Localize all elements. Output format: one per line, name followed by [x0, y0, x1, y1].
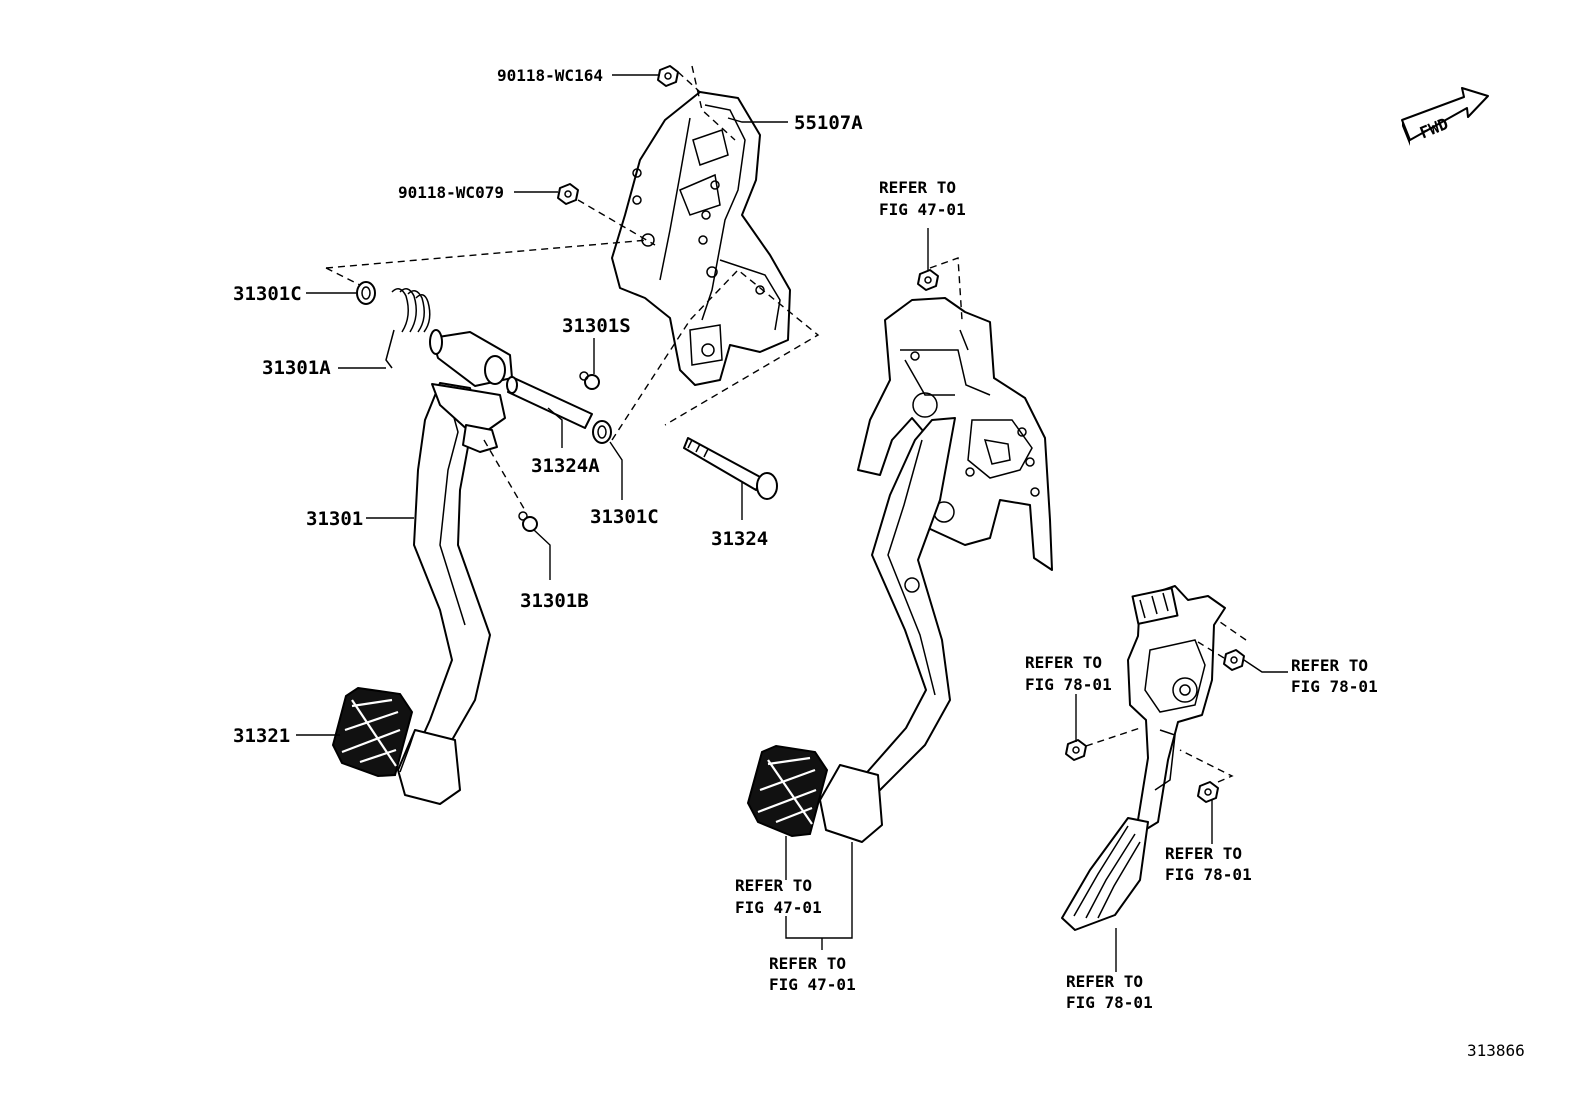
fwd-arrow-icon: FWD: [1401, 87, 1489, 146]
label-31301: 31301: [306, 508, 363, 530]
ref-accel-lower-nut-line1: REFER TO: [1165, 844, 1242, 863]
ref-accel-left-nut-line2: FIG 78-01: [1025, 675, 1112, 694]
ref-brake-pedal-line1: REFER TO: [769, 954, 846, 973]
label-31301s: 31301S: [562, 315, 631, 337]
clip-31301b: [518, 511, 538, 532]
sleeve-31324a: [506, 376, 593, 429]
figure-number: 313866: [1467, 1041, 1525, 1060]
clip-31301s: [579, 371, 600, 390]
label-31301c-top: 31301C: [233, 283, 302, 305]
nut-90118-wc164: [657, 65, 679, 87]
ref-accel-right-nut-line2: FIG 78-01: [1291, 677, 1378, 696]
label-90118-wc079: 90118-WC079: [398, 183, 504, 202]
ref-accel-right-nut-line1: REFER TO: [1291, 656, 1368, 675]
bushing-31301c-top: [356, 281, 376, 305]
label-31301b: 31301B: [520, 590, 589, 612]
bushing-31301c-bottom: [592, 420, 612, 444]
brake-pedal-pad: [746, 744, 829, 838]
accel-nut-right: [1223, 649, 1245, 671]
ref-brake-bracket-line1: REFER TO: [879, 178, 956, 197]
assembly-dashed-lines: [325, 65, 1247, 783]
label-55107a: 55107A: [794, 112, 863, 134]
clutch-pedal-foot: [397, 729, 461, 805]
ref-brake-pad-line2: FIG 47-01: [735, 898, 822, 917]
pedal-pad-31321: [331, 686, 414, 778]
leader-lines: [296, 74, 1288, 972]
brake-pedal-foot: [819, 764, 883, 843]
accelerator-pedal-assembly: [1127, 585, 1226, 831]
label-31301a: 31301A: [262, 357, 331, 379]
reference-labels: REFER TO FIG 47-01 REFER TO FIG 47-01 RE…: [735, 178, 1378, 1012]
ref-accel-lower-nut-line2: FIG 78-01: [1165, 865, 1252, 884]
clutch-pedal-bracket: [611, 91, 791, 386]
spring-31301a: [385, 288, 431, 369]
nut-90118-wc079: [557, 183, 579, 205]
bolt-31324: [683, 437, 778, 500]
brake-pedal-bracket: [857, 297, 1053, 571]
label-31301c-bottom: 31301C: [590, 506, 659, 528]
part-labels: 90118-WC164 55107A 90118-WC079 31301C 31…: [233, 66, 863, 747]
ref-brake-pad-line1: REFER TO: [735, 876, 812, 895]
brake-bracket-nut: [917, 269, 939, 291]
ref-accel-pedal-line1: REFER TO: [1066, 972, 1143, 991]
ref-accel-left-nut-line1: REFER TO: [1025, 653, 1102, 672]
accel-nut-lower: [1197, 781, 1219, 803]
ref-accel-pedal-line2: FIG 78-01: [1066, 993, 1153, 1012]
ref-brake-bracket-line2: FIG 47-01: [879, 200, 966, 219]
ref-brake-pedal-line2: FIG 47-01: [769, 975, 856, 994]
accel-nut-left: [1065, 739, 1087, 761]
label-31324: 31324: [711, 528, 768, 550]
accelerator-pedal-pad: [1061, 817, 1149, 931]
label-31321: 31321: [233, 725, 290, 747]
label-90118-wc164: 90118-WC164: [497, 66, 603, 85]
clutch-pedal: [411, 329, 513, 771]
label-31324a: 31324A: [531, 455, 600, 477]
